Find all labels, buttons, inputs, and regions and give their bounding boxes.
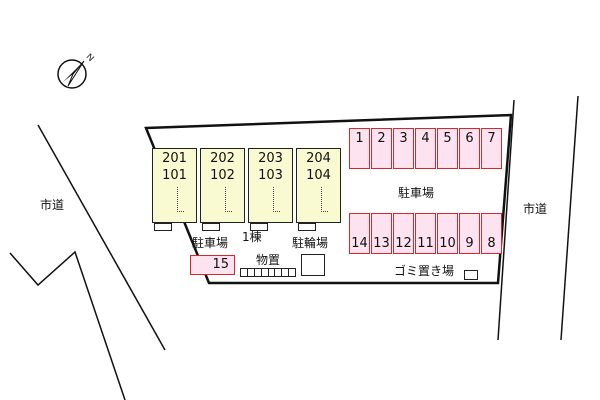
parking-slot-15: 15 [190,255,235,275]
parking-slot-number: 12 [395,236,412,251]
entrance-path [321,187,328,212]
garbage-box [464,270,478,280]
parking-slot-number: 13 [373,236,390,251]
parking-slot-1: 1 [349,128,370,169]
parking-slot-14: 14 [349,213,370,254]
parking-slot-12: 12 [393,213,414,254]
parking-slot-number: 3 [399,131,408,146]
entrance-path [225,187,232,212]
right-road-edge-right [560,95,579,341]
unit-203-103: 203 103 [248,148,293,223]
storage-shed [240,268,296,277]
unit-201-101: 201 101 [152,148,197,223]
entrance-path [177,187,184,212]
storage-label: 物置 [256,253,281,267]
main-parking-label: 駐車場 [398,186,435,200]
garbage-area-label: ゴミ置き場 [394,264,455,278]
parking-slot-13: 13 [371,213,392,254]
parking-slot-number: 2 [377,131,386,146]
unit-upper-number: 204 [306,151,331,166]
unit-upper-number: 203 [258,151,283,166]
bicycle-parking [301,254,325,276]
parking-slot-number: 6 [465,131,474,146]
parking-slot-10: 10 [437,213,458,254]
parking-slot-8: 8 [481,213,502,254]
unit-204-104: 204 104 [296,148,341,223]
parking-slot-number: 14 [351,236,368,251]
parking-slot-number: 11 [417,236,434,251]
unit-lower-number: 103 [258,168,283,183]
bicycle-parking-label: 駐輪場 [292,236,329,250]
left-road-edge-lower [9,250,126,400]
right-road-edge-left [497,99,515,341]
site-boundary [144,113,513,285]
parking-slot-3: 3 [393,128,414,169]
parking-slot-11: 11 [415,213,436,254]
side-parking-label: 駐車場 [192,236,229,250]
entrance-step [202,223,220,231]
unit-lower-number: 101 [162,168,187,183]
left-road-edge-upper [37,124,166,351]
parking-slot-9: 9 [459,213,480,254]
entrance-step [154,223,172,231]
right-road-label: 市道 [523,202,548,216]
unit-lower-number: 102 [210,168,235,183]
parking-slot-number: 5 [443,131,452,146]
parking-slot-7: 7 [481,128,502,169]
parking-slot-2: 2 [371,128,392,169]
unit-upper-number: 202 [210,151,235,166]
parking-slot-5: 5 [437,128,458,169]
parking-slot-number: 9 [465,236,474,251]
entrance-step [298,223,316,231]
north-compass-icon: N [57,51,96,89]
parking-slot-number: 10 [439,236,456,251]
parking-slot-6: 6 [459,128,480,169]
entrance-step [250,223,268,231]
unit-202-102: 202 102 [200,148,245,223]
parking-slot-number: 4 [421,131,430,146]
parking-slot-number: 7 [487,131,496,146]
parking-slot-4: 4 [415,128,436,169]
parking-slot-number: 8 [487,236,496,251]
entrance-path [273,187,280,212]
unit-upper-number: 201 [162,151,187,166]
compass-north-label: N [84,51,96,63]
unit-lower-number: 104 [306,168,331,183]
left-road-label: 市道 [40,198,65,212]
parking-slot-number: 1 [355,131,364,146]
building-name-label: 1棟 [242,230,262,244]
